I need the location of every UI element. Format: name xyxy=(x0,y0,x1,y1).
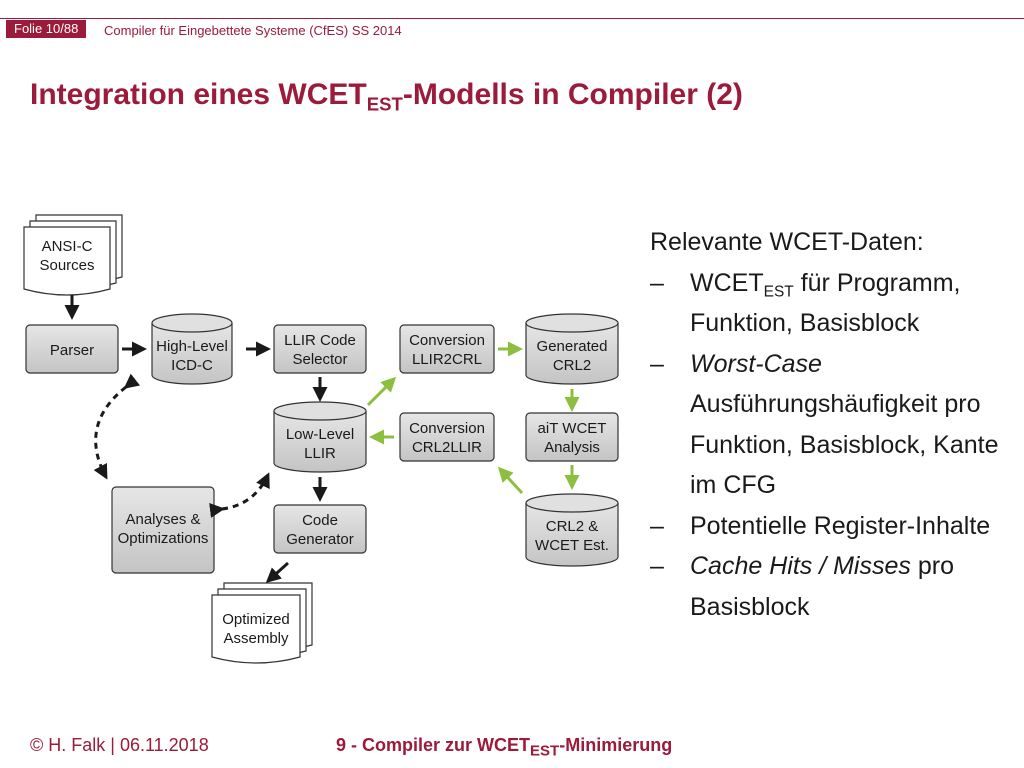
crl2e-line2: WCET Est. xyxy=(535,537,609,554)
llir-code-selector-box: LLIR Code Selector xyxy=(273,324,367,374)
dashed-arrow-hl-analyses xyxy=(93,373,141,480)
analyses-optimizations-box: Analyses & Optimizations xyxy=(111,486,215,574)
bullet-item-2: –Worst-Case Ausführungshäufigkeit pro Fu… xyxy=(650,349,999,500)
asm-line2: Assembly xyxy=(223,630,289,647)
gen-line2: CRL2 xyxy=(553,357,591,374)
c2l-line2: CRL2LLIR xyxy=(412,439,482,456)
bullet-item-1: –WCETEST für Programm, Funktion, Basisbl… xyxy=(650,268,961,338)
ao-line1: Analyses & xyxy=(125,511,200,528)
ao-line2: Optimizations xyxy=(118,530,209,547)
green-arrow-ll-l2c xyxy=(366,376,397,407)
gen-line1: Generated xyxy=(537,338,608,355)
cg-line1: Code xyxy=(302,512,338,529)
ait-line1: aiT WCET xyxy=(538,420,607,437)
generated-crl2-cylinder: Generated CRL2 xyxy=(525,313,619,385)
parser-label: Parser xyxy=(50,342,94,359)
ll-line1: Low-Level xyxy=(286,426,354,443)
hl-line1: High-Level xyxy=(156,338,228,355)
parser-box: Parser xyxy=(25,324,119,374)
sel-line2: Selector xyxy=(292,351,347,368)
header-rule xyxy=(0,18,1024,19)
code-generator-box: Code Generator xyxy=(273,504,367,554)
l2c-line2: LLIR2CRL xyxy=(412,351,482,368)
ansi-c-sources-doc: ANSI-C Sources xyxy=(23,214,123,296)
crl2e-line1: CRL2 & xyxy=(546,518,599,535)
conversion-llir2crl-box: Conversion LLIR2CRL xyxy=(399,324,495,374)
c2l-line1: Conversion xyxy=(409,420,485,437)
cg-line2: Generator xyxy=(286,531,354,548)
sel-line1: LLIR Code xyxy=(284,332,356,349)
compiler-flow-diagram: ANSI-C Sources Parser High-Level ICD-C L… xyxy=(23,214,619,664)
ait-wcet-analysis-box: aiT WCET Analysis xyxy=(525,412,619,462)
low-level-llir-cylinder: Low-Level LLIR xyxy=(273,401,367,473)
footer-chapter: 9 - Compiler zur WCETEST-Minimierung xyxy=(336,735,673,760)
sources-line2: Sources xyxy=(39,257,94,274)
crl2-wcet-est-cylinder: CRL2 & WCET Est. xyxy=(525,493,619,567)
ait-line2: Analysis xyxy=(544,439,600,456)
bullet-item-3: –Potentielle Register-Inhalte xyxy=(650,511,991,540)
bullets-heading: Relevante WCET-Daten: xyxy=(650,228,924,256)
ll-line2: LLIR xyxy=(304,445,336,462)
bullet-item-4: –Cache Hits / Misses pro Basisblock xyxy=(650,552,954,621)
dashed-arrow-analyses-ll xyxy=(209,472,270,518)
high-level-icd-c-cylinder: High-Level ICD-C xyxy=(151,313,233,385)
hl-line2: ICD-C xyxy=(171,357,213,374)
course-title: Compiler für Eingebettete Systeme (CfES)… xyxy=(104,23,402,38)
sources-line1: ANSI-C xyxy=(42,238,93,255)
arrow-codegen-asm xyxy=(265,561,290,584)
asm-line1: Optimized xyxy=(222,611,290,628)
title-rest: -Modells in Compiler (2) xyxy=(402,78,743,111)
l2c-line1: Conversion xyxy=(409,332,485,349)
title-main: Integration eines WCET xyxy=(30,78,367,111)
optimized-assembly-doc: Optimized Assembly xyxy=(211,582,313,664)
title-subscript: EST xyxy=(366,93,403,115)
slide-title: Integration eines WCETEST-Modells in Com… xyxy=(30,78,743,115)
slide-number-badge: Folie 10/88 xyxy=(6,20,87,38)
conversion-crl2llir-box: Conversion CRL2LLIR xyxy=(399,412,495,462)
footer-author-date: © H. Falk | 06.11.2018 xyxy=(30,735,209,755)
wcet-data-list: Relevante WCET-Daten: –WCETEST für Progr… xyxy=(650,222,1020,627)
green-arrow-crl2-c2l xyxy=(497,466,524,495)
